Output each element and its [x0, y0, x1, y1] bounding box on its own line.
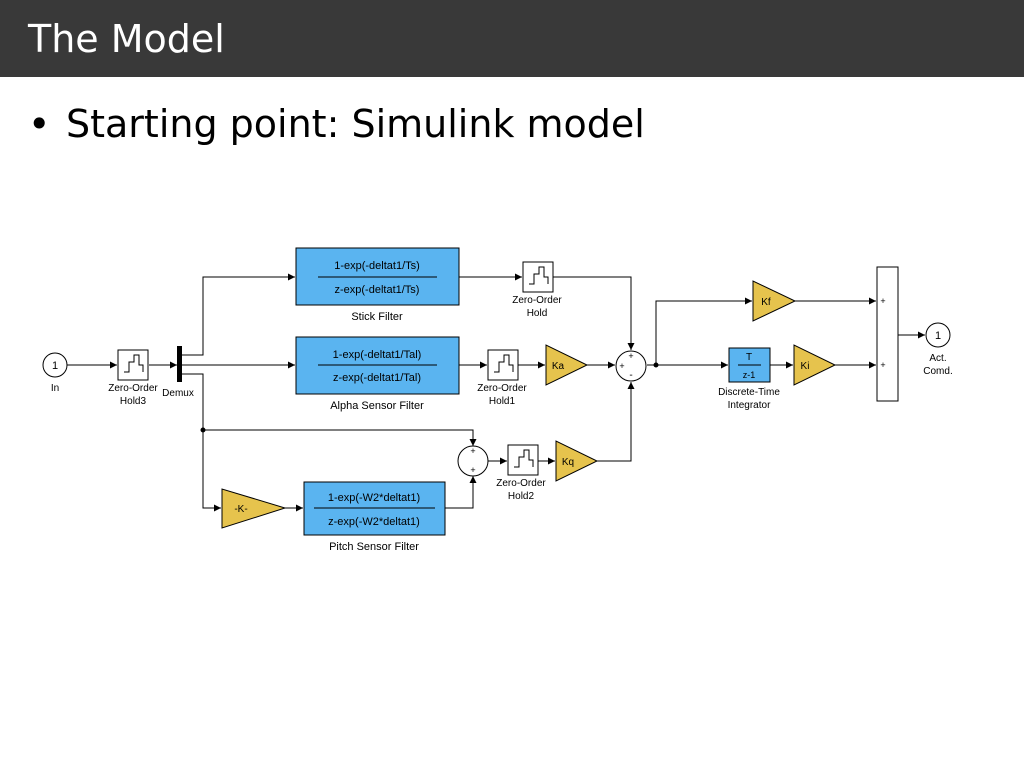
- zoh-top-label-2: Hold: [527, 308, 548, 319]
- pitch-sensor-filter-block[interactable]: 1-exp(-W2*deltat1) z-exp(-W2*deltat1) Pi…: [303, 481, 446, 553]
- sum-main-block[interactable]: + + -: [615, 350, 647, 382]
- gain-ki-label: Ki: [801, 361, 810, 372]
- gain-kq-block[interactable]: Kq: [555, 440, 599, 482]
- inport-label: In: [51, 383, 59, 394]
- sum-main-sign-left: +: [619, 361, 624, 371]
- zoh2-label-1: Zero-Order: [496, 478, 546, 489]
- integrator-label-1: Discrete-Time: [718, 387, 780, 398]
- pitch-filter-numerator: 1-exp(-W2*deltat1): [328, 492, 420, 504]
- stick-filter-block[interactable]: 1-exp(-deltat1/Ts) z-exp(-deltat1/Ts) St…: [295, 247, 460, 323]
- outport-act-comd[interactable]: 1 Act. Comd.: [923, 322, 953, 377]
- alpha-sensor-filter-block[interactable]: 1-exp(-deltat1/Tal) z-exp(-deltat1/Tal) …: [295, 336, 460, 412]
- line-demux-to-gaink: [182, 373, 221, 512]
- zoh3-label-1: Zero-Order: [108, 383, 158, 394]
- stick-filter-label: Stick Filter: [351, 311, 403, 323]
- outport-label-2: Comd.: [923, 366, 952, 377]
- stick-filter-denominator: z-exp(-deltat1/Ts): [335, 284, 420, 296]
- bullet-text: Starting point: Simulink model: [66, 102, 645, 146]
- signal-lines: [67, 273, 925, 512]
- gain-k-block[interactable]: -K-: [221, 488, 287, 529]
- zoh-step-icon: [494, 354, 514, 373]
- zoh2-label-2: Hold2: [508, 491, 535, 502]
- integrator-numerator: T: [746, 352, 752, 363]
- line-tap-to-kf: [655, 297, 752, 365]
- alpha-filter-label: Alpha Sensor Filter: [330, 400, 424, 412]
- bullet-item: • Starting point: Simulink model: [28, 100, 645, 148]
- branch-dot-kf: [653, 362, 659, 368]
- sum-main-sign-top: +: [628, 351, 633, 361]
- demux-block[interactable]: Demux: [162, 346, 194, 399]
- zero-order-hold2-block[interactable]: Zero-Order Hold2: [496, 444, 546, 502]
- integrator-label-2: Integrator: [728, 400, 771, 411]
- branch-dot-pitch: [200, 427, 206, 433]
- zoh-top-label-1: Zero-Order: [512, 295, 562, 306]
- line-zoh-to-summain: [553, 276, 635, 350]
- gain-kf-label: Kf: [761, 297, 771, 308]
- line-pitchfilter-to-sumpitch: [445, 476, 477, 509]
- demux-label: Demux: [162, 388, 194, 399]
- sum-pitch-sign-bottom: +: [470, 465, 475, 475]
- line-demux-to-stick: [182, 273, 295, 356]
- sum-pitch-block[interactable]: + +: [457, 445, 489, 477]
- gain-ka-block[interactable]: Ka: [545, 344, 589, 386]
- zero-order-hold3-block[interactable]: Zero-Order Hold3: [108, 349, 158, 407]
- integrator-denominator: z-1: [743, 370, 756, 380]
- zoh3-label-2: Hold3: [120, 396, 147, 407]
- zoh1-label-2: Hold1: [489, 396, 516, 407]
- zero-order-hold-block[interactable]: Zero-Order Hold: [512, 261, 562, 319]
- gain-kf-block[interactable]: Kf: [752, 280, 797, 322]
- line-tap-to-sumpitch: [203, 429, 477, 446]
- inport-in[interactable]: 1 In: [42, 352, 68, 394]
- sum-out-sign-top: +: [880, 296, 885, 306]
- gain-ki-block[interactable]: Ki: [793, 344, 837, 386]
- pitch-filter-label: Pitch Sensor Filter: [329, 541, 419, 553]
- gain-k-label: -K-: [234, 504, 247, 515]
- pitch-filter-denominator: z-exp(-W2*deltat1): [328, 516, 420, 528]
- sum-pitch-sign-top: +: [470, 446, 475, 456]
- discrete-time-integrator-block[interactable]: T z-1 Discrete-Time Integrator: [718, 347, 780, 411]
- sum-out-block[interactable]: + +: [876, 266, 899, 402]
- zoh-step-icon: [514, 449, 534, 468]
- slide-header: The Model: [0, 0, 1024, 77]
- gain-kq-label: Kq: [562, 457, 574, 468]
- zero-order-hold1-block[interactable]: Zero-Order Hold1: [477, 349, 527, 407]
- zoh-step-icon: [124, 354, 144, 373]
- sum-main-sign-bottom: -: [629, 370, 632, 381]
- outport-label-1: Act.: [929, 353, 946, 364]
- stick-filter-numerator: 1-exp(-deltat1/Ts): [334, 260, 420, 272]
- alpha-filter-numerator: 1-exp(-deltat1/Tal): [333, 349, 422, 361]
- bullet-icon: •: [28, 102, 51, 146]
- zoh-step-icon: [529, 266, 549, 285]
- inport-number: 1: [52, 360, 58, 372]
- zoh1-label-1: Zero-Order: [477, 383, 527, 394]
- slide-title: The Model: [28, 17, 225, 61]
- gain-ka-label: Ka: [552, 361, 565, 372]
- outport-number: 1: [935, 330, 941, 342]
- sum-out-sign-bottom: +: [880, 360, 885, 370]
- line-kq-to-summain: [597, 382, 635, 462]
- alpha-filter-denominator: z-exp(-deltat1/Tal): [333, 372, 421, 384]
